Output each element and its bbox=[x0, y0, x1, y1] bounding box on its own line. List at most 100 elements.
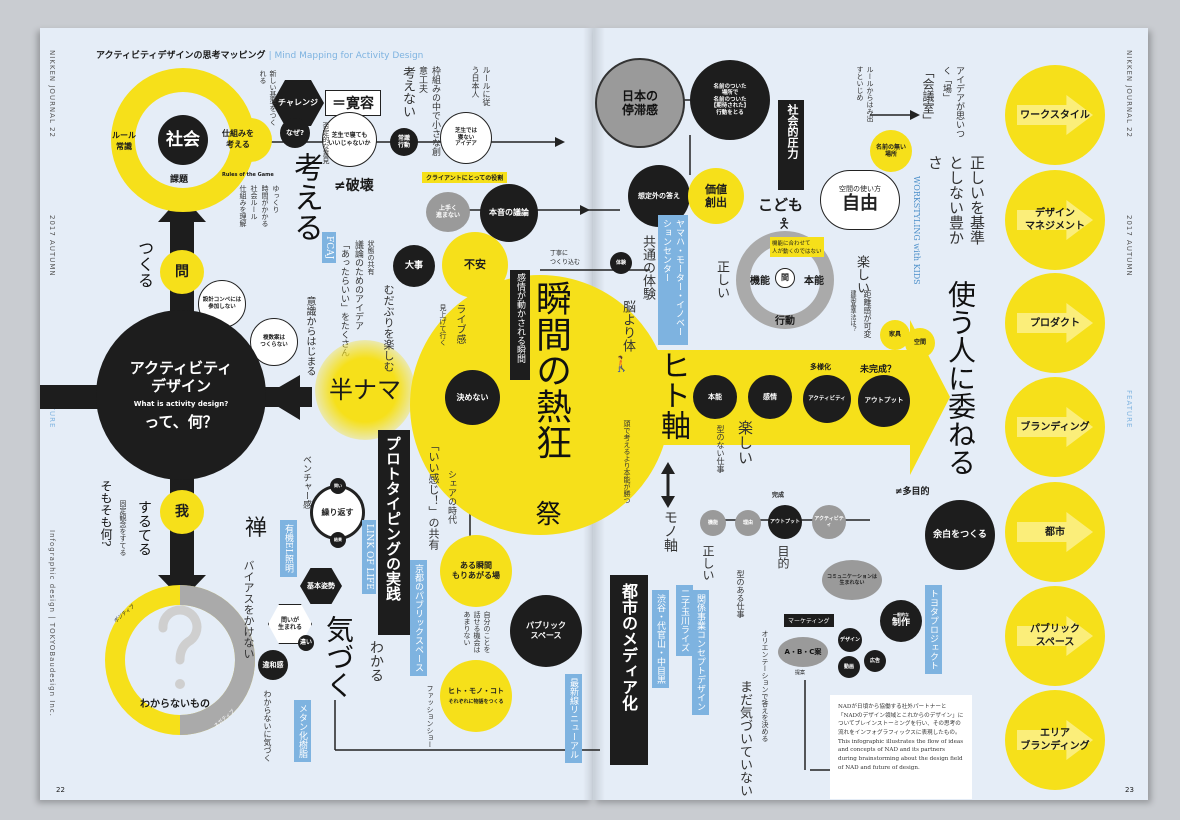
category-work-style[interactable]: ワークスタイル bbox=[1005, 65, 1105, 165]
moment-excitement: 瞬間の熱狂 bbox=[530, 280, 571, 460]
dont-decide: 決めない bbox=[445, 370, 500, 425]
tag-lagoon: 最新線リニューアル bbox=[565, 674, 582, 763]
instinct-label: 本能 bbox=[804, 276, 824, 287]
not-multipurpose: ≠多目的 bbox=[895, 487, 930, 497]
unknown-label: わからないもの bbox=[140, 699, 210, 710]
ad: 広告 bbox=[864, 650, 886, 672]
japan-stagnation: 日本の 停滞感 bbox=[595, 58, 685, 148]
tag-toyota: トヨタプロジェクト bbox=[925, 585, 942, 674]
title-jp: アクティビティデザインの思考マッピング bbox=[96, 51, 266, 61]
what-in-first-place: そもそも何? bbox=[99, 480, 113, 547]
experience-dot: 体験 bbox=[610, 252, 632, 274]
body-over-brain: 脳より体 bbox=[620, 300, 635, 352]
lawn-idea: 芝生では 寝ない アイデア bbox=[440, 112, 492, 164]
meeting-room: 「会議室」 bbox=[921, 66, 935, 126]
small-ingenuity: 枠組みの中で小さな創意工夫 bbox=[417, 66, 440, 156]
named-place: 名前のついた 場所で 名前のついた 【期待された】 行動をとる bbox=[690, 60, 770, 140]
common-experience: 共通の体験 bbox=[640, 235, 655, 300]
form-work: 型のある仕事 bbox=[736, 570, 745, 618]
drop-assumptions: 固定観念をすてる bbox=[119, 500, 127, 556]
season-left: 2017 AUTUMN bbox=[48, 215, 56, 277]
people-things-events: ヒト・モノ・コト それぞれに物語をつくる bbox=[440, 660, 512, 732]
lawn-node: 芝生で寝ても いいじゃないか bbox=[322, 112, 377, 167]
category-label: ブランディング bbox=[1020, 421, 1090, 433]
issue-label: 課題 bbox=[170, 175, 189, 185]
production-label: 制作 bbox=[891, 618, 910, 628]
tag-kyoto: 京都のパブリックスペース bbox=[410, 560, 427, 676]
human-axis: ヒト軸 bbox=[655, 350, 690, 440]
make-margin: 余白をつくる bbox=[925, 500, 995, 570]
general-label: 一般的な bbox=[893, 612, 909, 618]
tag-organic-el: 有機EL照明 bbox=[280, 520, 297, 577]
common-sense-node: 常識 行動 bbox=[390, 128, 418, 156]
repeat-cycle: 繰り返す bbox=[310, 485, 365, 540]
category-design-management[interactable]: デザイン マネジメント bbox=[1005, 170, 1105, 270]
tag-methane: メタン化樹脂 bbox=[294, 700, 311, 762]
richness: 正しいを基準としない豊かさ bbox=[926, 155, 986, 245]
self-talk: 自分のことを話せる機会はあまりない bbox=[463, 611, 491, 653]
fashion-show: ファッションショー bbox=[426, 685, 434, 748]
function-adapt: 機能に合わせて 人が動くのではない bbox=[770, 237, 824, 257]
fun-2: 楽しい bbox=[736, 420, 754, 465]
category-city[interactable]: 都市 bbox=[1005, 482, 1105, 582]
public-space-node: パブリック スペース bbox=[510, 595, 582, 667]
orientation: オリエンテーションで答えを決める bbox=[761, 630, 769, 742]
design: デザイン bbox=[838, 628, 862, 652]
flow-node-instinct: 本能 bbox=[693, 375, 737, 419]
correct-2: 正しい bbox=[701, 545, 715, 581]
flow-node-activity: アクティビティ bbox=[803, 375, 851, 423]
building-law: 建築基準法は？ bbox=[849, 290, 856, 332]
diversification: 多様化 bbox=[810, 363, 831, 371]
good-feeling-share: 「いい感じ！」の共有 bbox=[427, 440, 440, 550]
category-product[interactable]: プロダクト bbox=[1005, 273, 1105, 373]
venture-feel: ベンチャー感 bbox=[301, 455, 311, 509]
zen: 禅 bbox=[245, 516, 268, 541]
space: 空間 bbox=[905, 328, 935, 358]
person-icon: 🚶 bbox=[612, 355, 631, 373]
child-icon: 🯅 bbox=[778, 216, 791, 232]
discussion-ideas: 議論のためのアイデア bbox=[353, 240, 363, 330]
dont-think: 考えない bbox=[400, 66, 415, 118]
tag-concept: 関係事業コンセプトデザイン bbox=[692, 590, 709, 715]
story-label: それぞれに物語をつくる bbox=[448, 699, 504, 706]
gap-label: 間 bbox=[775, 268, 795, 288]
category-public-space[interactable]: パブリック スペース bbox=[1005, 586, 1105, 686]
activity-design-node: アクティビティ デザイン What is activity design? って… bbox=[96, 310, 266, 480]
no-bias: バイアスをかけない bbox=[242, 560, 255, 659]
new-standard: 新しい基準をつくれる bbox=[259, 70, 277, 126]
half-raw-node: 半ナマ bbox=[315, 340, 415, 440]
journal-left: NIKKEN JOURNAL 22 bbox=[48, 50, 56, 138]
children: こども bbox=[758, 196, 804, 214]
object-axis: モノ軸 bbox=[662, 510, 678, 552]
activity-design-title: アクティビティ デザイン bbox=[129, 358, 233, 395]
slowly: ゆっくり bbox=[272, 185, 280, 213]
tag-yamaha: ヤマハ・モーター・イノベーションセンター bbox=[658, 215, 688, 345]
city-mediatization: 都市のメディア化 bbox=[610, 575, 648, 765]
workstyling-kids: WORKSTYLING with KIDS bbox=[912, 176, 921, 285]
carefully-build: 丁寧に つくり込む bbox=[550, 250, 581, 266]
proposal: 提案 bbox=[795, 670, 806, 676]
description-en: This infographic illustrates the flow of… bbox=[838, 738, 964, 771]
category-area-branding[interactable]: エリア ブランディング bbox=[1005, 690, 1105, 790]
discomfort: 違和感 bbox=[258, 650, 288, 680]
do: するてる bbox=[136, 500, 152, 556]
category-branding[interactable]: ブランディング bbox=[1005, 377, 1105, 477]
category-label: エリア ブランディング bbox=[1020, 728, 1090, 752]
activity-design-question: って、何？ bbox=[144, 413, 218, 432]
activity-design-en: What is activity design? bbox=[133, 399, 229, 408]
make: つくる bbox=[135, 240, 154, 288]
journal-right: NIKKEN JOURNAL 22 bbox=[1125, 50, 1133, 138]
society-node: 社会 bbox=[158, 115, 208, 165]
correct: 正しい bbox=[714, 260, 729, 299]
complete: 完成 bbox=[772, 492, 785, 499]
page-number-left: 22 bbox=[56, 786, 65, 794]
category-label: パブリック スペース bbox=[1030, 624, 1080, 648]
rule-label: ルール 常識 bbox=[112, 131, 136, 151]
takes-time: 時間がかかる bbox=[261, 185, 269, 227]
rule-bullying: ルールからはみ出すといじめ bbox=[856, 66, 874, 122]
moment-place: ある瞬間 もりあがる場 bbox=[440, 535, 512, 607]
production: 一般的な 制作 bbox=[880, 600, 922, 642]
client-role: クライアントにとっての役割 bbox=[422, 172, 508, 183]
tag-shibuya: 渋谷・代官山・中目黒 bbox=[652, 590, 669, 688]
category-label: プロダクト bbox=[1030, 317, 1080, 329]
